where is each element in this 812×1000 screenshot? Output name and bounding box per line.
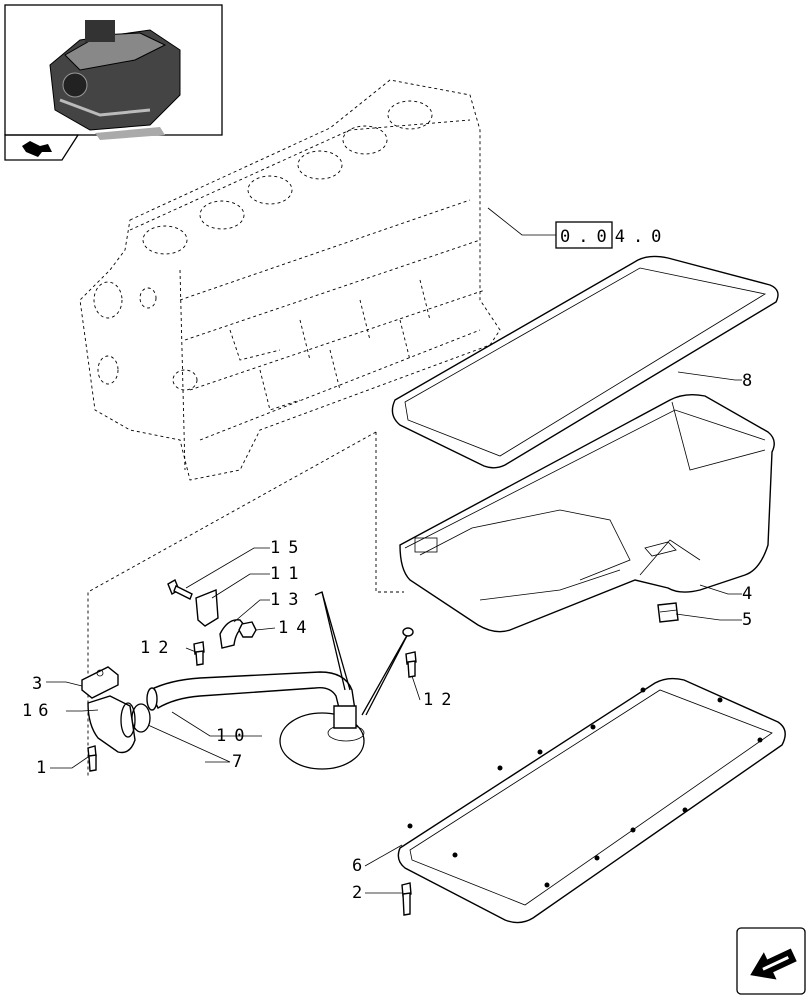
callout-14: 14 [278,618,314,638]
reference-box[interactable]: 0.04.0 [487,207,669,249]
gasket-lower-frame [397,677,786,924]
callout-11: 11 [270,564,306,584]
engine-block-outline [79,79,501,481]
callout-13: 13 [270,590,306,610]
bolt-1 [87,745,97,772]
assembly-guide-line [87,431,377,778]
leader-lines [46,371,742,894]
reference-label: 0.04.0 [560,227,669,247]
callout-12-left: 12 [140,638,176,658]
callout-15: 15 [270,538,306,558]
callout-10: 10 [216,726,252,746]
hex-nut [238,621,257,638]
gasket-upper [391,255,779,469]
support-bracket [195,588,219,627]
pipe-flange [87,695,136,754]
bolt-15 [167,578,193,600]
bolt-12-left [193,641,205,666]
callout-5: 5 [742,610,752,630]
engine-thumbnail-icon[interactable] [4,4,223,140]
callout-7: 7 [232,752,242,772]
bolt-12-right [405,651,417,678]
next-page-arrow-icon[interactable] [736,927,806,995]
callout-1: 1 [36,758,46,778]
drain-plug [657,602,679,623]
callout-12-right: 12 [423,690,459,710]
callout-16: 16 [22,701,54,721]
callout-6: 6 [352,856,362,876]
cover-plate [81,666,119,699]
section-arrow-icon[interactable] [4,134,80,161]
assembly-guide-line [375,432,404,593]
oil-sump [399,393,775,633]
callout-3: 3 [32,674,42,694]
callout-8: 8 [742,371,752,391]
bolt-2 [401,882,412,916]
callout-4: 4 [742,584,752,604]
oil-suction-pipe [146,591,414,770]
callout-2: 2 [352,883,362,903]
